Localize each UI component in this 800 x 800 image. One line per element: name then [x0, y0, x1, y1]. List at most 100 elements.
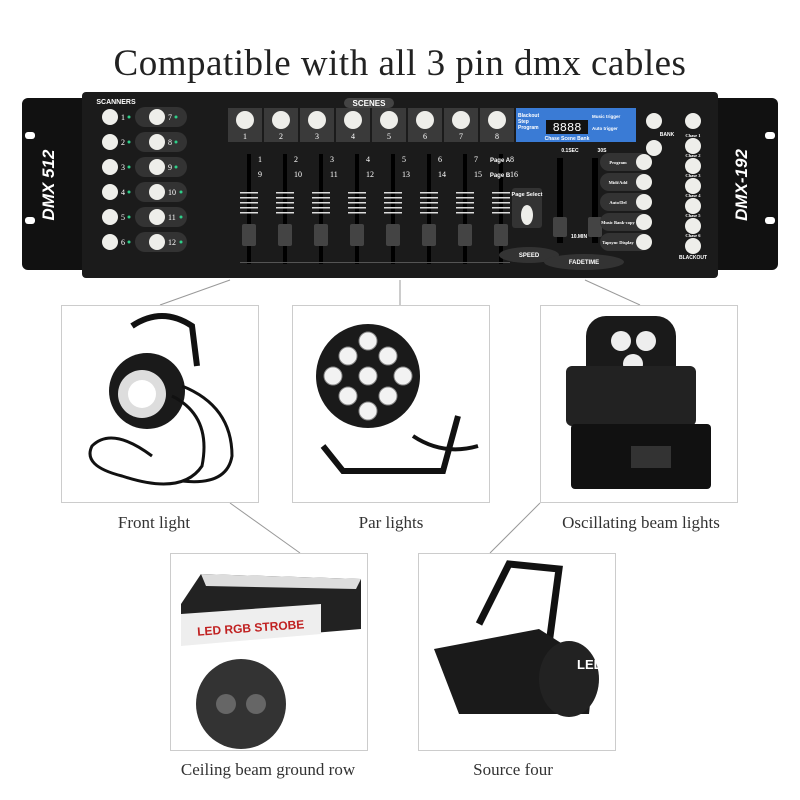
chase-button-4[interactable] [685, 198, 701, 214]
channel-fader-8[interactable] [494, 224, 508, 246]
fader-scale [276, 192, 294, 194]
chase-button-6[interactable] [685, 238, 701, 254]
channel-fader-5[interactable] [386, 224, 400, 246]
chase-button-2[interactable] [685, 158, 701, 174]
channel-label: 7 [474, 155, 478, 164]
fader-track [499, 154, 503, 264]
fader-scale [492, 192, 510, 194]
fader-scale [348, 192, 366, 194]
channel-label: 3 [330, 155, 334, 164]
scanner-number: 3 [121, 163, 125, 172]
scanner-button-11[interactable] [149, 209, 165, 225]
channel-fader-6[interactable] [422, 224, 436, 246]
fader-scale [240, 207, 258, 209]
fader-scale [492, 207, 510, 209]
scanner-number: 1 [121, 113, 125, 122]
fader-track [355, 154, 359, 264]
speed-label: SPEED [519, 253, 540, 259]
fader-scale [492, 202, 510, 204]
fader-track [463, 154, 467, 264]
chase-top-button[interactable] [685, 113, 701, 129]
fader-scale [312, 212, 330, 214]
chase-button-3[interactable] [685, 178, 701, 194]
scene-number: 8 [495, 132, 499, 141]
scanner-led [127, 115, 131, 119]
fader-scale [384, 212, 402, 214]
chase-label: Chase 5 [685, 213, 701, 218]
scanner-button-9[interactable] [149, 159, 165, 175]
scene-number: 1 [243, 132, 247, 141]
function-button[interactable] [636, 214, 652, 230]
chase-label: Chase 3 [685, 173, 701, 178]
fader-scale [240, 197, 258, 199]
scanner-button-4[interactable] [102, 184, 118, 200]
fader-scale [492, 212, 510, 214]
scanner-button-5[interactable] [102, 209, 118, 225]
function-button[interactable] [636, 234, 652, 250]
fader-scale [456, 192, 474, 194]
channel-fader-2[interactable] [278, 224, 292, 246]
function-label: Tapsync Display [602, 240, 634, 245]
scene-button-3[interactable] [308, 111, 326, 129]
scanner-button-1[interactable] [102, 109, 118, 125]
chase-label: Chase 4 [685, 193, 701, 198]
bank-up-button[interactable] [646, 113, 662, 129]
product-source-four: LED [418, 553, 616, 751]
channel-fader-7[interactable] [458, 224, 472, 246]
speed-bottom-label: 10.MIN [571, 234, 588, 240]
scene-button-2[interactable] [272, 111, 290, 129]
scanner-button-10[interactable] [149, 184, 165, 200]
par-led [323, 366, 343, 386]
scanner-button-8[interactable] [149, 134, 165, 150]
scene-button-8[interactable] [488, 111, 506, 129]
scene-button-1[interactable] [236, 111, 254, 129]
function-button[interactable] [636, 154, 652, 170]
channel-label: 11 [330, 170, 338, 179]
chase-button-1[interactable] [685, 138, 701, 154]
moving-head-image [566, 316, 711, 489]
scanner-led [127, 215, 131, 219]
channel-fader-1[interactable] [242, 224, 256, 246]
scene-button-4[interactable] [344, 111, 362, 129]
channel-fader-4[interactable] [350, 224, 364, 246]
function-label: Auto/Del [609, 200, 627, 205]
blackout-label: BLACKOUT [679, 255, 707, 261]
caption-ceiling-beam: Ceiling beam ground row [180, 760, 356, 779]
function-label: Midi/Add [609, 180, 628, 185]
fader-track [427, 154, 431, 264]
channel-label: 16 [510, 170, 518, 179]
source-four-sign: LED [577, 657, 603, 672]
speed-fader[interactable] [553, 217, 567, 237]
par-led [378, 346, 398, 366]
scene-button-7[interactable] [452, 111, 470, 129]
scanner-button-3[interactable] [102, 159, 118, 175]
scanner-led [174, 165, 178, 169]
fader-scale [312, 202, 330, 204]
fader-rail [240, 262, 510, 263]
scene-button-5[interactable] [380, 111, 398, 129]
function-label: Music Bank-copy [601, 220, 635, 225]
scanner-led [127, 240, 131, 244]
bank-down-button[interactable] [646, 140, 662, 156]
fader-scale [348, 212, 366, 214]
scanner-led [127, 190, 131, 194]
function-button[interactable] [636, 194, 652, 210]
scanner-button-2[interactable] [102, 134, 118, 150]
fadetime-fader[interactable] [588, 217, 602, 237]
chase-button-5[interactable] [685, 218, 701, 234]
scanner-button-12[interactable] [149, 234, 165, 250]
page-a-label: Page A [490, 158, 511, 164]
par-led [358, 366, 378, 386]
scene-number: 4 [351, 132, 355, 141]
channel-fader-3[interactable] [314, 224, 328, 246]
fader-scale [276, 212, 294, 214]
scanner-button-7[interactable] [149, 109, 165, 125]
function-button[interactable] [636, 174, 652, 190]
display-bottom: Chase Scene Bank [545, 136, 590, 142]
caption-oscillating-beam: Oscillating beam lights [562, 513, 720, 532]
scanner-led [174, 140, 178, 144]
scene-button-6[interactable] [416, 111, 434, 129]
scanner-button-6[interactable] [102, 234, 118, 250]
page-select-button[interactable] [521, 205, 533, 225]
channel-label: 1 [258, 155, 262, 164]
